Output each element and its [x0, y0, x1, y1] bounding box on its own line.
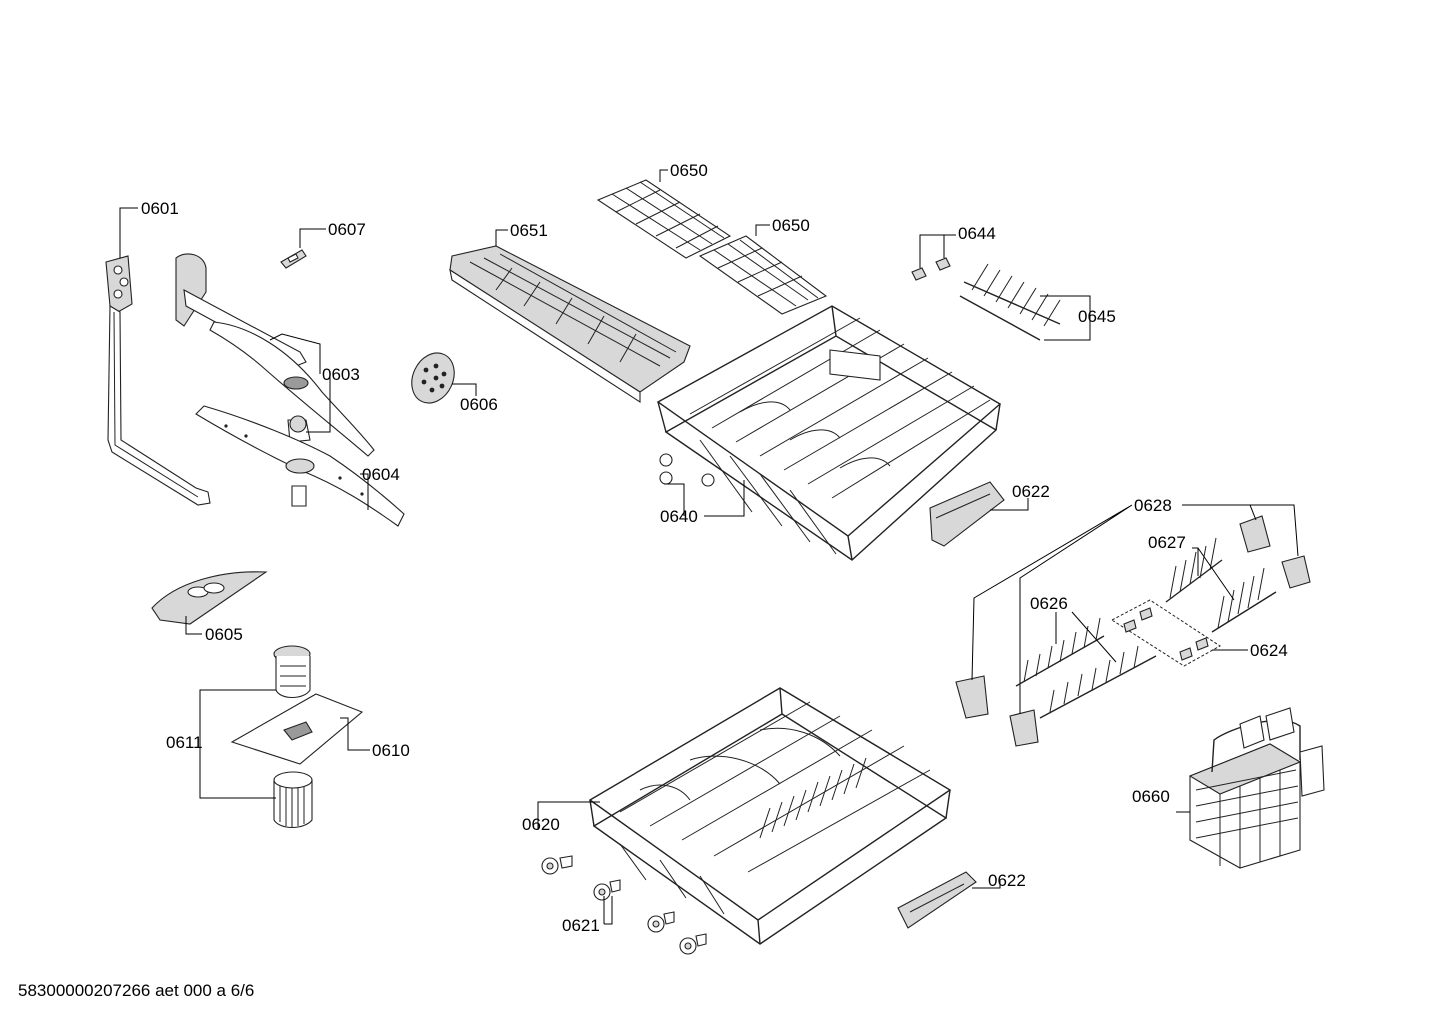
callout-0622a: 0622: [990, 482, 1050, 511]
callout-0611: 0611: [166, 689, 276, 799]
callout-0607: 0607: [299, 220, 366, 248]
svg-text:0605: 0605: [205, 625, 243, 644]
part-0626-tine-racks: [1015, 617, 1157, 719]
svg-text:0606: 0606: [460, 395, 498, 414]
svg-text:0645: 0645: [1078, 307, 1116, 326]
callout-0628: 0628: [971, 496, 1299, 714]
svg-text:0628: 0628: [1134, 496, 1172, 515]
part-0603-upper-spray-arm: [175, 253, 375, 457]
part-0622-handle-upper: [929, 481, 1005, 547]
svg-text:0650: 0650: [772, 216, 810, 235]
part-0604-lower-spray-arm: [195, 405, 405, 527]
svg-text:0650: 0650: [670, 161, 708, 180]
document-code-footer: 58300000207266 aet 000 a 6/6: [18, 981, 255, 1000]
svg-text:0607: 0607: [328, 220, 366, 239]
callout-0650b: 0650: [755, 216, 810, 236]
part-0628-holders: [955, 515, 1311, 747]
part-lower-basket: [588, 687, 952, 945]
part-0622-handle-lower: [897, 871, 977, 929]
svg-text:0611: 0611: [166, 733, 203, 752]
svg-text:0627: 0627: [1148, 533, 1186, 552]
callout-0606: 0606: [452, 383, 498, 414]
part-0607-clip: [280, 249, 307, 269]
callout-0601: 0601: [119, 199, 179, 258]
svg-text:0621: 0621: [562, 916, 600, 935]
callout-0603: 0603: [269, 333, 360, 433]
callout-0640: 0640: [660, 480, 745, 526]
svg-text:0626: 0626: [1030, 594, 1068, 613]
callout-0604: 0604: [360, 465, 400, 510]
svg-text:0622: 0622: [1012, 482, 1050, 501]
part-0650-cup-rack-a: [596, 179, 732, 259]
part-0660-cutlery-basket: [1188, 707, 1325, 869]
part-0610-flat-filter: [230, 693, 364, 765]
svg-text:0622: 0622: [988, 871, 1026, 890]
svg-text:0610: 0610: [372, 741, 410, 760]
callout-0621: 0621: [562, 896, 613, 935]
svg-text:0601: 0601: [141, 199, 179, 218]
svg-text:0604: 0604: [362, 465, 400, 484]
svg-text:0660: 0660: [1132, 787, 1170, 806]
part-0611-filter-cylinder: [273, 645, 313, 829]
part-0605-fine-filter: [151, 571, 268, 625]
callout-0650a: 0650: [659, 161, 708, 182]
svg-text:0651: 0651: [510, 221, 548, 240]
svg-text:0603: 0603: [322, 365, 360, 384]
part-0644-clips: [911, 257, 951, 281]
part-0651-cutlery-tray: [449, 245, 691, 404]
part-0627-tine-racks: [1165, 537, 1277, 633]
part-0601-supply-pipe: [105, 255, 211, 506]
callout-0624: 0624: [1212, 641, 1288, 660]
callout-0627: 0627: [1148, 533, 1235, 601]
part-0621-wheels: [541, 855, 707, 955]
callout-0605: 0605: [185, 616, 243, 644]
svg-text:0620: 0620: [522, 815, 560, 834]
part-0650-cup-rack-b: [698, 235, 828, 315]
callout-0645: 0645: [1040, 295, 1116, 341]
callout-0610: 0610: [340, 717, 410, 760]
part-0624-connectors: [1111, 599, 1221, 667]
callout-0622b: 0622: [972, 871, 1026, 890]
svg-text:0624: 0624: [1250, 641, 1288, 660]
callout-0644: 0644: [919, 224, 996, 268]
svg-text:0644: 0644: [958, 224, 996, 243]
callout-0626: 0626: [1030, 594, 1117, 663]
callout-0660: 0660: [1132, 787, 1190, 813]
callout-0620: 0620: [522, 801, 600, 834]
callout-0651: 0651: [495, 221, 548, 246]
part-0645-fold-tines: [959, 263, 1061, 341]
svg-text:0640: 0640: [660, 507, 698, 526]
part-0606-filter-disc: [411, 352, 455, 404]
